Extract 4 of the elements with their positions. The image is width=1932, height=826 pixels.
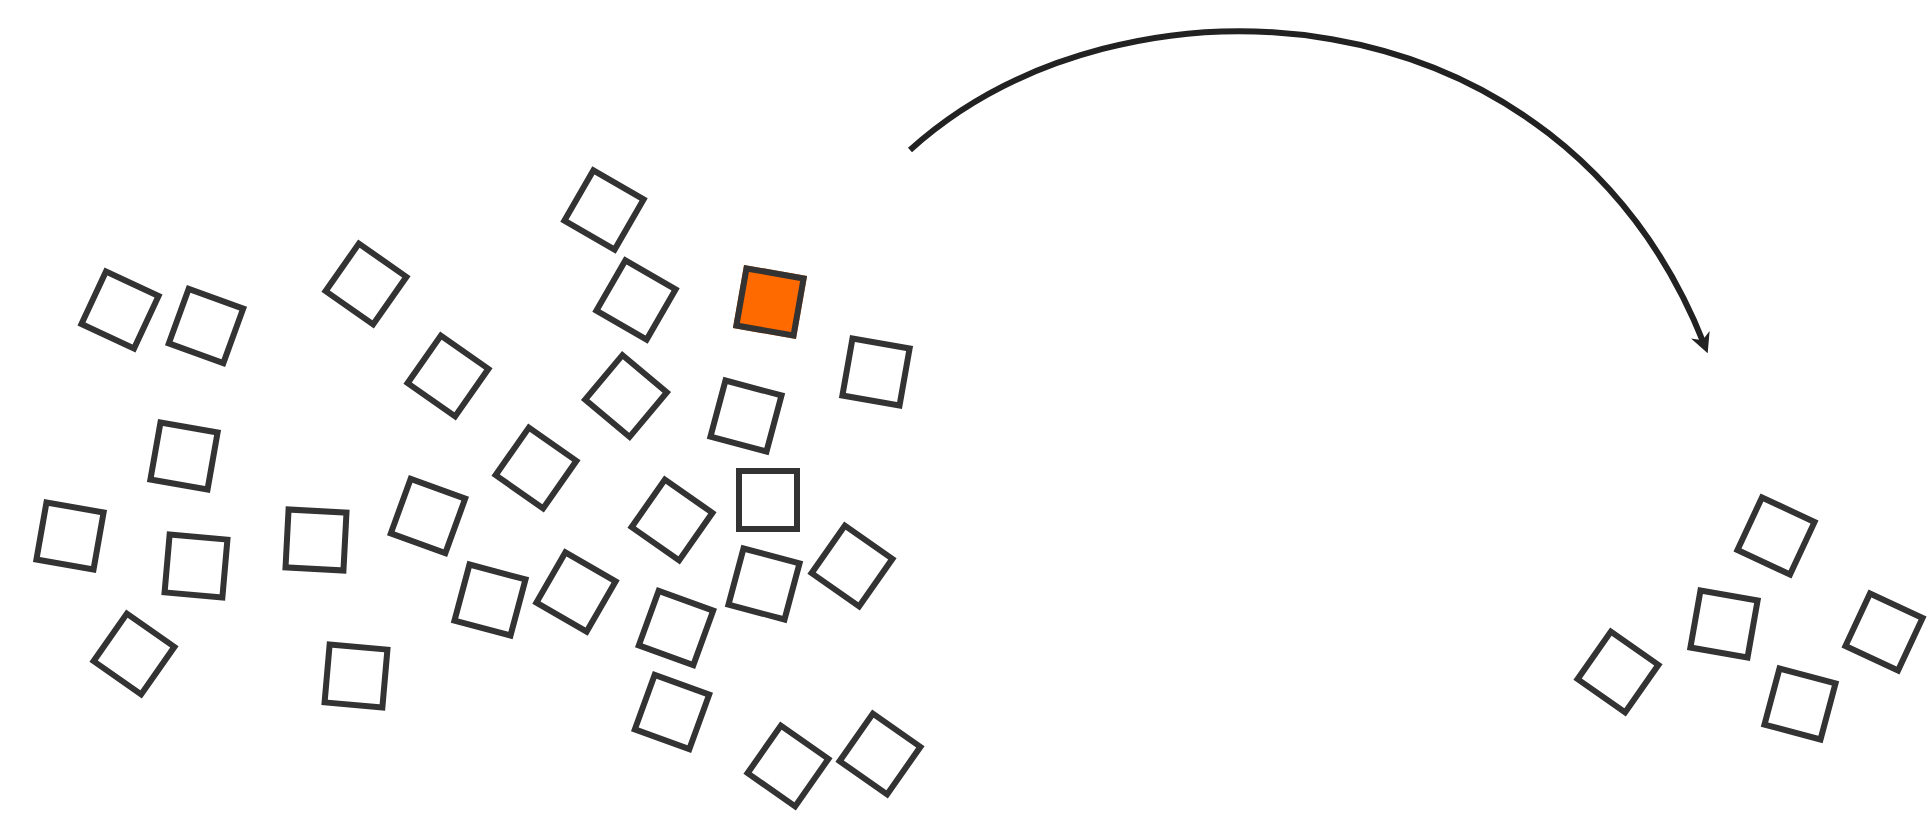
square-box — [736, 468, 800, 532]
square-box — [321, 641, 391, 711]
square-box — [161, 531, 231, 601]
square-box — [282, 506, 350, 574]
